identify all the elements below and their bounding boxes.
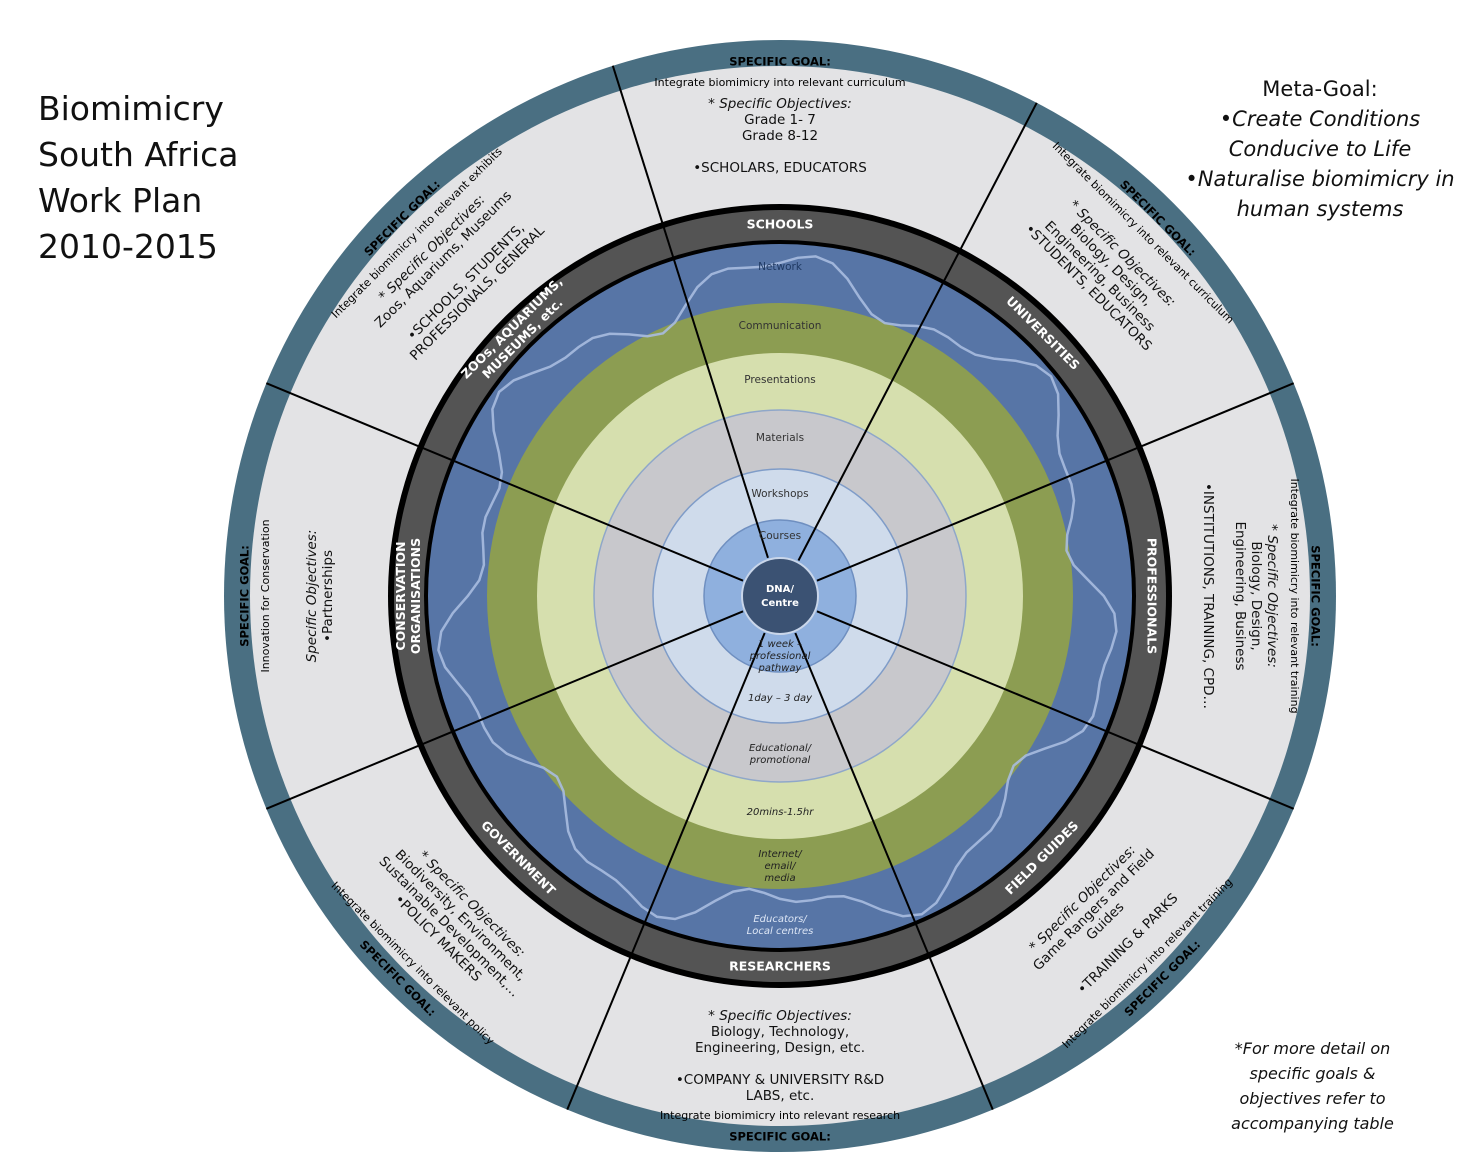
- sector-divider: [566, 632, 766, 1111]
- sector-name-group: SCHOOLS: [747, 217, 814, 232]
- sector-divider: [794, 632, 994, 1111]
- sector-name: CONSERVATION: [393, 541, 408, 650]
- sector-divider: [816, 382, 1295, 582]
- center-label: DNA/: [766, 584, 794, 595]
- meta-goal-heading: Meta-Goal:: [1262, 77, 1378, 101]
- objective-line: Biology, Design,: [1248, 541, 1264, 650]
- sector-name: SCHOOLS: [747, 217, 814, 232]
- ring-sublabel: 1day – 3 day: [748, 693, 813, 704]
- title-line: 2010-2015: [38, 227, 218, 266]
- table-note: *For more detail on specific goals & obj…: [1205, 1036, 1420, 1136]
- sector-divider: [816, 610, 1295, 810]
- objective-line: * Specific Objectives:: [708, 1008, 852, 1024]
- ring-sublabel: Educational/: [749, 743, 813, 754]
- objective-line: * Specific Objectives:: [1264, 524, 1280, 668]
- sector-objectives-group: Specific Objectives:•Partnerships: [304, 530, 336, 663]
- sector-divider: [797, 102, 1038, 561]
- goal-text: Innovation for Conservation: [259, 519, 272, 672]
- ring-sublabel: email/: [765, 861, 798, 872]
- meta-goal-item: •Naturalise biomimicry in: [1185, 167, 1455, 191]
- objective-line: LABS, etc.: [746, 1088, 815, 1104]
- note-line: *For more detail on: [1234, 1039, 1391, 1058]
- sector-name: ORGANISATIONS: [408, 538, 423, 654]
- diagram-title: Biomimicry South Africa Work Plan 2010-2…: [38, 86, 239, 270]
- ring-sublabel: pathway: [758, 663, 803, 674]
- sector-divider: [611, 65, 769, 559]
- goal-text: Integrate biomimicry into relevant train…: [1288, 478, 1301, 713]
- sector-divider: [265, 610, 744, 810]
- ring-label: Courses: [759, 530, 801, 542]
- goal-text: Integrate biomimicry into relevant resea…: [660, 1109, 900, 1122]
- objective-line: Engineering, Design, etc.: [695, 1040, 865, 1056]
- ring-sublabel: professional: [749, 651, 811, 662]
- sector-name: RESEARCHERS: [729, 959, 831, 974]
- sector-goal-group: SPECIFIC GOAL: Integrate biomimicry into …: [660, 1109, 900, 1144]
- title-line: Biomimicry: [38, 89, 224, 128]
- objective-line: •COMPANY & UNIVERSITY R&D: [676, 1072, 884, 1088]
- sector-name-group: RESEARCHERS: [729, 959, 831, 974]
- goal-heading: SPECIFIC GOAL:: [1309, 545, 1323, 647]
- ring-sublabel: promotional: [749, 755, 811, 766]
- objective-line: Engineering, Business: [1232, 521, 1248, 670]
- sector-goal-group: SPECIFIC GOAL: Innovation for Conservatio…: [238, 519, 273, 672]
- objective-line: •INSTITUTIONS, TRAINING, CPD…: [1200, 483, 1216, 709]
- sector-goal-group: SPECIFIC GOAL: Integrate biomimicry into …: [1288, 478, 1323, 713]
- ring-sublabel: Local centres: [747, 926, 814, 937]
- goal-heading: SPECIFIC GOAL:: [729, 1130, 831, 1144]
- sector-goal-group: SPECIFIC GOAL: Integrate biomimicry into …: [654, 55, 905, 90]
- ring-sublabel: 20mins-1.5hr: [747, 807, 815, 818]
- ring-label: Communication: [739, 320, 822, 332]
- ring-label: Materials: [756, 432, 804, 444]
- ring-sublabel: media: [764, 873, 795, 884]
- objective-line: * Specific Objectives:: [708, 96, 852, 112]
- meta-goal: Meta-Goal: •Create Conditions Conducive …: [1180, 74, 1460, 224]
- objective-line: Grade 8-12: [742, 128, 818, 144]
- sector-objectives-group: * Specific Objectives:Biology, Design,En…: [1200, 483, 1280, 709]
- goal-text: Integrate biomimicry into relevant curri…: [654, 76, 905, 89]
- ring-sublabel: 1 week –: [758, 639, 802, 650]
- objective-line: Biology, Technology,: [711, 1024, 849, 1040]
- meta-goal-item: Conducive to Life: [1228, 137, 1412, 161]
- note-line: objectives refer to: [1239, 1089, 1386, 1108]
- objective-line: Specific Objectives:: [304, 530, 320, 663]
- ring-label: Workshops: [751, 488, 808, 500]
- goal-heading: SPECIFIC GOAL:: [729, 55, 831, 69]
- goal-heading: SPECIFIC GOAL:: [238, 545, 252, 647]
- sector-objectives-group: * Specific Objectives:Biology, Technolog…: [676, 1008, 884, 1104]
- center-label: Centre: [761, 598, 799, 609]
- ring-label: Presentations: [744, 374, 815, 386]
- ring-label: Network: [758, 261, 803, 273]
- sector-divider: [265, 382, 744, 582]
- objective-line: •Partnerships: [320, 550, 336, 642]
- sector-name: PROFESSIONALS: [1145, 538, 1160, 654]
- dna-centre: [741, 557, 819, 635]
- network-wave-line: [437, 255, 1118, 921]
- ring-sublabel: Educators/: [753, 914, 808, 925]
- note-line: accompanying table: [1231, 1114, 1394, 1133]
- note-line: specific goals &: [1249, 1064, 1376, 1083]
- title-line: South Africa: [38, 135, 239, 174]
- meta-goal-item: •Create Conditions: [1219, 107, 1421, 131]
- ring-sublabel: Internet/: [758, 849, 803, 860]
- meta-goal-item: human systems: [1236, 197, 1404, 221]
- sector-name-group: PROFESSIONALS: [1145, 538, 1160, 654]
- objective-line: •SCHOLARS, EDUCATORS: [693, 160, 867, 176]
- title-line: Work Plan: [38, 181, 203, 220]
- objective-line: Grade 1- 7: [744, 112, 816, 128]
